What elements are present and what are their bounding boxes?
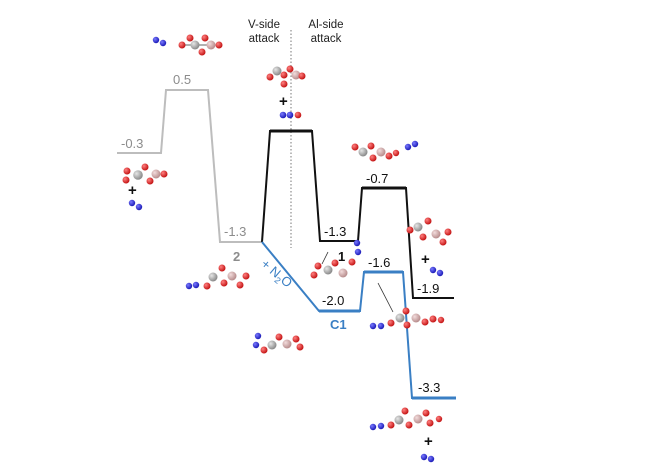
energy-blue-ts: -1.6: [368, 255, 391, 270]
molecule-ts-right: [351, 140, 419, 162]
energy-int1: -1.3: [324, 224, 347, 239]
molecule-int1: [310, 239, 362, 279]
molecule-right: [406, 217, 452, 277]
energy-ts1: 0.5: [173, 72, 192, 87]
pointer-int1: [321, 251, 329, 265]
molecule-blue-ts: [369, 307, 445, 330]
gray-pathway: [117, 89, 262, 243]
state-label-2: 2: [233, 249, 241, 264]
molecule-c1: [252, 332, 304, 354]
al-side-attack-header: Al-side attack: [308, 19, 344, 46]
v-side-attack-header: V-side attack: [248, 19, 280, 46]
molecule-left: [122, 163, 168, 211]
molecule-int2: [185, 264, 250, 290]
molecule-vside-ts: [266, 65, 306, 119]
energy-start: -0.3: [121, 136, 144, 151]
gray-level-start: [117, 89, 262, 243]
molecule-bottom: [369, 407, 443, 463]
state-label-c1: C1: [330, 317, 347, 332]
energy-c1: -2.0: [322, 293, 345, 308]
state-label-1: 1: [338, 249, 346, 264]
energy-end-black: -1.9: [417, 281, 440, 296]
plus-sign-left: +: [128, 182, 137, 199]
energy-int2: -1.3: [224, 224, 247, 239]
plus-sign-top: +: [279, 93, 288, 110]
plus-sign-right: +: [421, 251, 430, 268]
pointer-blue-ts: [377, 282, 394, 313]
plus-sign-bottom: +: [424, 433, 433, 450]
energy-end-blue: -3.3: [418, 380, 441, 395]
molecule-top-left: [152, 34, 223, 56]
energy-ts-right: -0.7: [366, 171, 389, 186]
level-bars: [270, 129, 456, 400]
